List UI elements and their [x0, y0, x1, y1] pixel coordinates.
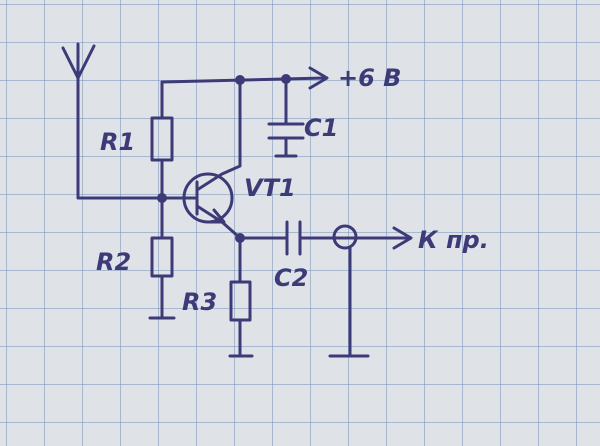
capacitor-c2 [238, 220, 334, 256]
capacitor-c1 [267, 77, 305, 158]
resistor-r3 [228, 236, 254, 358]
label-c1: C1 [304, 114, 338, 142]
label-r3: R3 [182, 288, 217, 316]
label-r2: R2 [96, 248, 131, 276]
transistor-vt1 [160, 78, 242, 240]
label-vt1: VT1 [244, 174, 296, 202]
label-supply: +6 В [338, 64, 401, 92]
resistor-r2 [148, 196, 176, 320]
antenna-symbol [61, 42, 164, 200]
label-r1: R1 [100, 128, 135, 156]
label-output: К пр. [418, 226, 489, 254]
resistor-r1 [150, 80, 174, 200]
label-c2: C2 [274, 264, 308, 292]
supply-rail [160, 66, 329, 90]
coax-output [328, 224, 413, 358]
